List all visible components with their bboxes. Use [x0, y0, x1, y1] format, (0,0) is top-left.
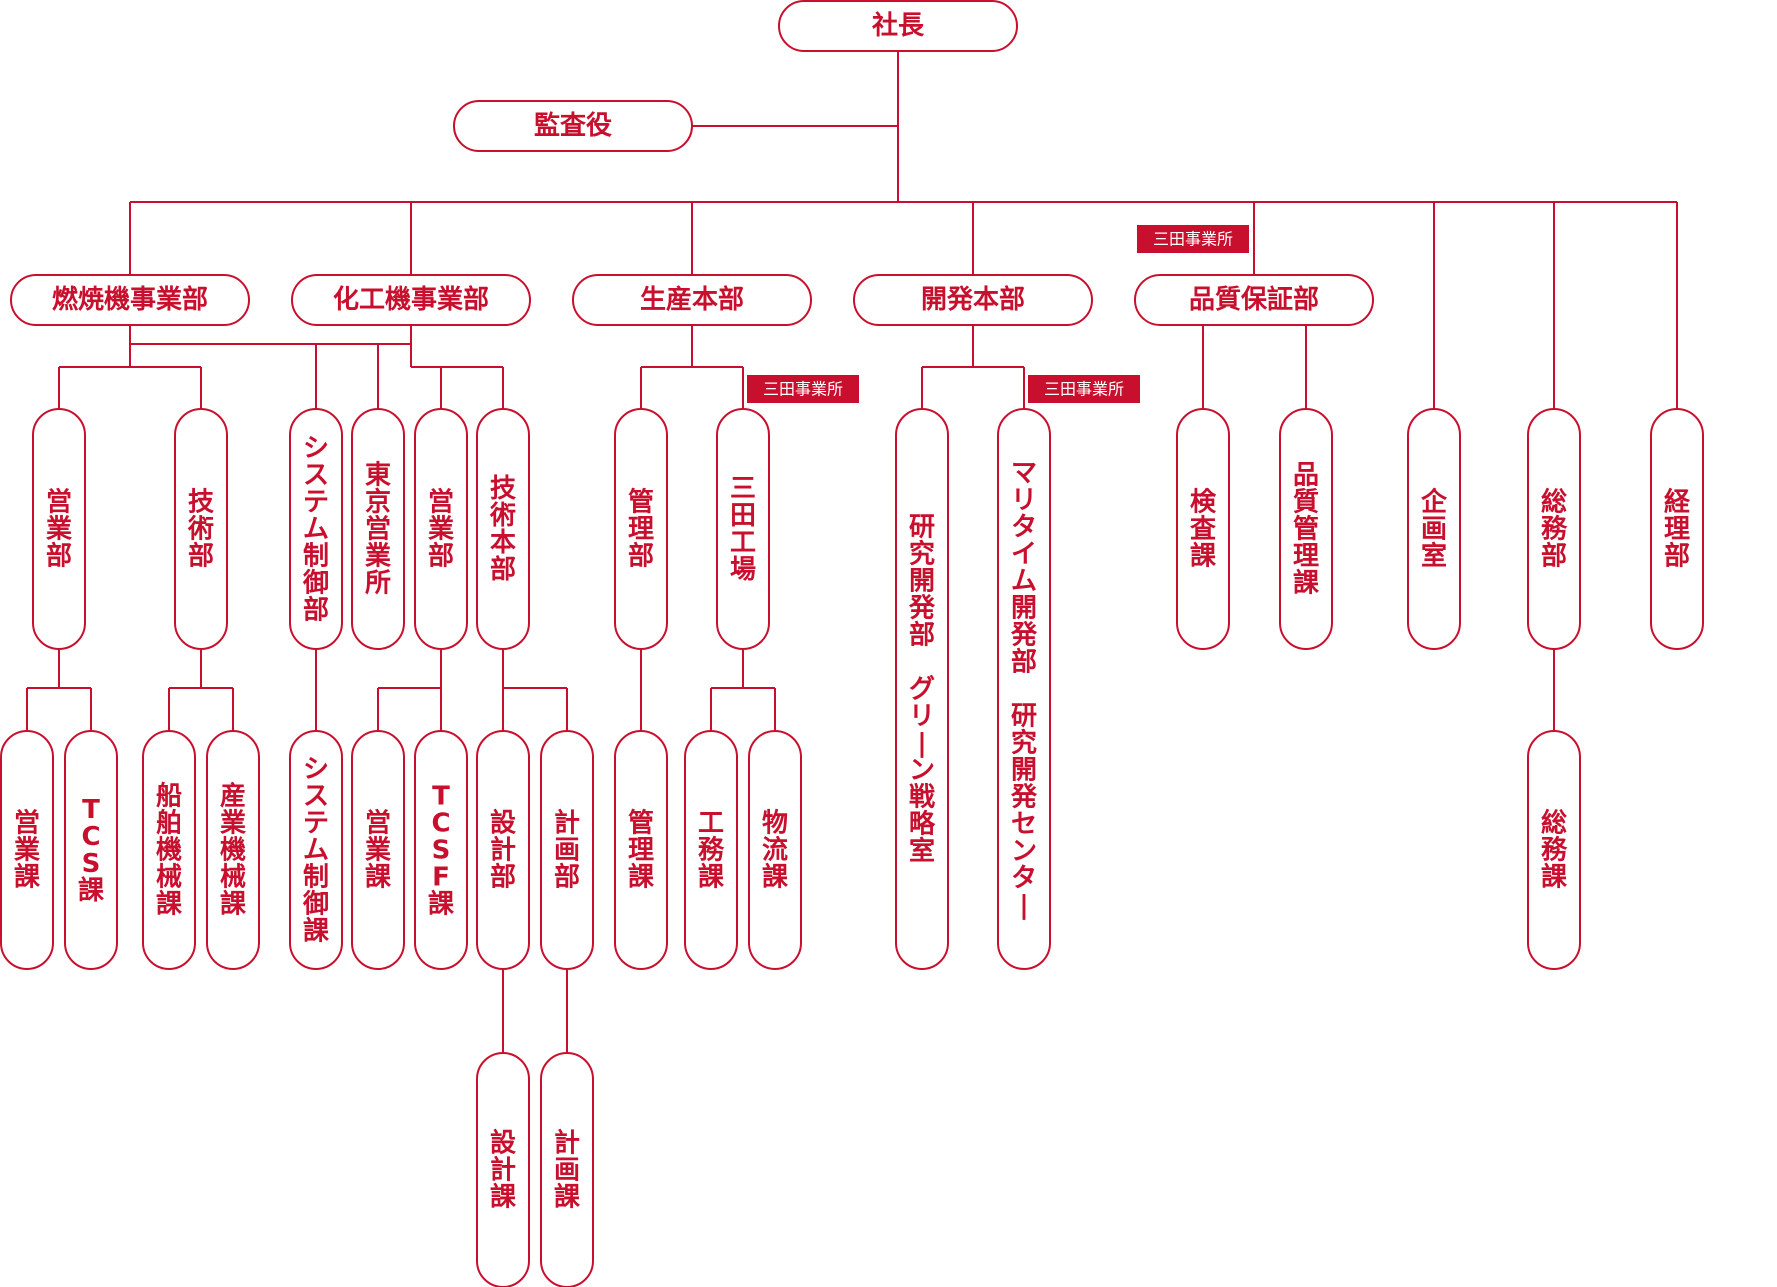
- sec-plan: 計画課: [540, 1052, 594, 1287]
- president-box: 社長: [778, 0, 1018, 52]
- sec-sys-ctrl-label: システム制御課: [302, 755, 330, 947]
- dept-mgmt-label: 管理部: [628, 488, 654, 572]
- dept-chem-tech: 技術本部: [476, 408, 530, 650]
- dept-comb-tech-label: 技術部: [187, 488, 214, 572]
- dept-planning-label: 企画室: [1421, 487, 1448, 572]
- sec-design-dept-label: 設計部: [490, 808, 517, 893]
- dept-sys-ctrl-label: システム制御部: [302, 434, 329, 626]
- dept-accounting: 経理部: [1650, 408, 1704, 650]
- dept-tokyo-sales-label: 東京営業所: [365, 461, 391, 599]
- tag-sanda-quality-label: 三田事業所: [1153, 230, 1233, 249]
- location-tags: 三田事業所三田事業所三田事業所: [747, 225, 1249, 403]
- dept-sys-ctrl: システム制御部: [289, 408, 343, 650]
- division-combustion-label: 燃焼機事業部: [52, 285, 208, 315]
- sec-marine: 船舶機械課: [142, 730, 196, 970]
- connector-lines: [26, 52, 1678, 1053]
- division-chemical: 化工機事業部: [291, 274, 531, 326]
- dept-sanda-factory: 三田工場: [716, 408, 770, 650]
- sec-general: 総務課: [1527, 730, 1581, 970]
- tag-sanda-development-label: 三田事業所: [1044, 380, 1124, 399]
- dept-planning: 企画室: [1407, 408, 1461, 650]
- dept-comb-sales: 営業部: [32, 408, 86, 650]
- dept-inspection: 検査課: [1176, 408, 1230, 650]
- tag-sanda-development: 三田事業所: [1028, 375, 1140, 403]
- dept-qc-label: 品質管理課: [1293, 461, 1320, 599]
- sec-works: 工務課: [684, 730, 738, 970]
- dept-tokyo-sales: 東京営業所: [351, 408, 405, 650]
- dept-inspection-label: 検査課: [1190, 488, 1217, 572]
- dept-comb-tech: 技術部: [174, 408, 228, 650]
- division-development: 開発本部: [853, 274, 1093, 326]
- sec-plan-label: 計画課: [554, 1128, 581, 1213]
- tag-sanda-production: 三田事業所: [747, 375, 859, 403]
- dept-green-label: 研究開発部 グリ|ン戦略室: [908, 513, 936, 867]
- sec-industrial-label: 産業機械課: [220, 781, 247, 920]
- sec-design: 設計課: [476, 1052, 530, 1287]
- sec-chem-sales-label: 営業課: [365, 809, 392, 893]
- sec-plan-dept-label: 計画部: [554, 808, 580, 893]
- sec-sys-ctrl: システム制御課: [289, 730, 343, 970]
- division-quality-label: 品質保証部: [1189, 284, 1319, 315]
- sec-comb-sales: 営業課: [0, 730, 54, 970]
- division-combustion: 燃焼機事業部: [10, 274, 250, 326]
- dept-chem-tech-label: 技術本部: [489, 474, 516, 585]
- sec-industrial: 産業機械課: [206, 730, 260, 970]
- auditor-box: 監査役: [453, 100, 693, 152]
- division-production: 生産本部: [572, 274, 812, 326]
- dept-general: 総務部: [1527, 408, 1581, 650]
- dept-maritime: マリタイム開発部 研究開発センタ|: [997, 408, 1051, 970]
- sec-mgmt: 管理課: [614, 730, 668, 970]
- sec-logistics: 物流課: [748, 730, 802, 970]
- sec-design-label: 設計課: [490, 1128, 517, 1213]
- sec-comb-sales-label: 営業課: [14, 809, 41, 893]
- division-quality: 品質保証部: [1134, 274, 1374, 326]
- sec-works-label: 工務課: [698, 809, 725, 893]
- sec-general-label: 総務課: [1541, 808, 1568, 893]
- division-chemical-label: 化工機事業部: [333, 285, 489, 315]
- sec-logistics-label: 物流課: [762, 809, 789, 893]
- sec-mgmt-label: 管理課: [628, 809, 655, 893]
- dept-mgmt: 管理部: [614, 408, 668, 650]
- sec-marine-label: 船舶機械課: [156, 781, 183, 920]
- dept-accounting-label: 経理部: [1664, 487, 1691, 572]
- dept-green: 研究開発部 グリ|ン戦略室: [895, 408, 949, 970]
- president-box-label: 社長: [872, 10, 925, 41]
- tag-sanda-production-label: 三田事業所: [763, 380, 843, 399]
- sec-chem-sales: 営業課: [351, 730, 405, 970]
- dept-sanda-factory-label: 三田工場: [730, 474, 756, 585]
- tag-sanda-quality: 三田事業所: [1137, 225, 1249, 253]
- dept-comb-sales-label: 営業部: [46, 488, 72, 572]
- division-development-label: 開発本部: [921, 285, 1025, 315]
- auditor-box-label: 監査役: [534, 110, 612, 141]
- dept-general-label: 総務部: [1541, 487, 1568, 572]
- division-production-label: 生産本部: [640, 284, 744, 315]
- sec-design-dept: 設計部: [476, 730, 530, 970]
- dept-chem-sales-label: 営業部: [428, 488, 454, 572]
- dept-qc: 品質管理課: [1279, 408, 1333, 650]
- sec-plan-dept: 計画部: [540, 730, 594, 970]
- dept-maritime-label: マリタイム開発部 研究開発センタ|: [1010, 459, 1038, 921]
- nodes: 社長監査役燃焼機事業部化工機事業部生産本部開発本部品質保証部営業部技術部システム…: [0, 0, 1704, 1287]
- dept-chem-sales: 営業部: [414, 408, 468, 650]
